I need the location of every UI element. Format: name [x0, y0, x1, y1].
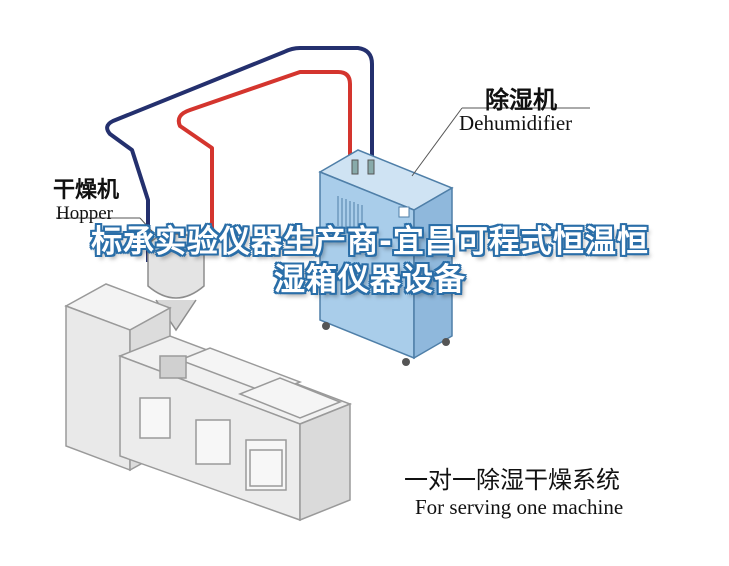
hopper-label-cn: 干燥机 [53, 178, 120, 203]
molding-machine [64, 283, 353, 522]
hopper-label-en: Hopper [56, 203, 113, 224]
dehumidifier-unit [318, 107, 590, 366]
dehumidifier-label-en: Dehumidifier [459, 111, 573, 135]
watermark-overlay-text: 标承实验仪器生产商-宜昌可程式恒温恒湿箱仪器设备 [91, 224, 649, 298]
return-pipe-navy [105, 46, 374, 262]
system-caption-en: For serving one machine [415, 495, 624, 519]
system-caption-cn: 一对一除湿干燥系统 [404, 466, 620, 494]
supply-pipe-red [176, 70, 352, 232]
dehumidifier-label-cn: 除湿机 [485, 86, 557, 114]
